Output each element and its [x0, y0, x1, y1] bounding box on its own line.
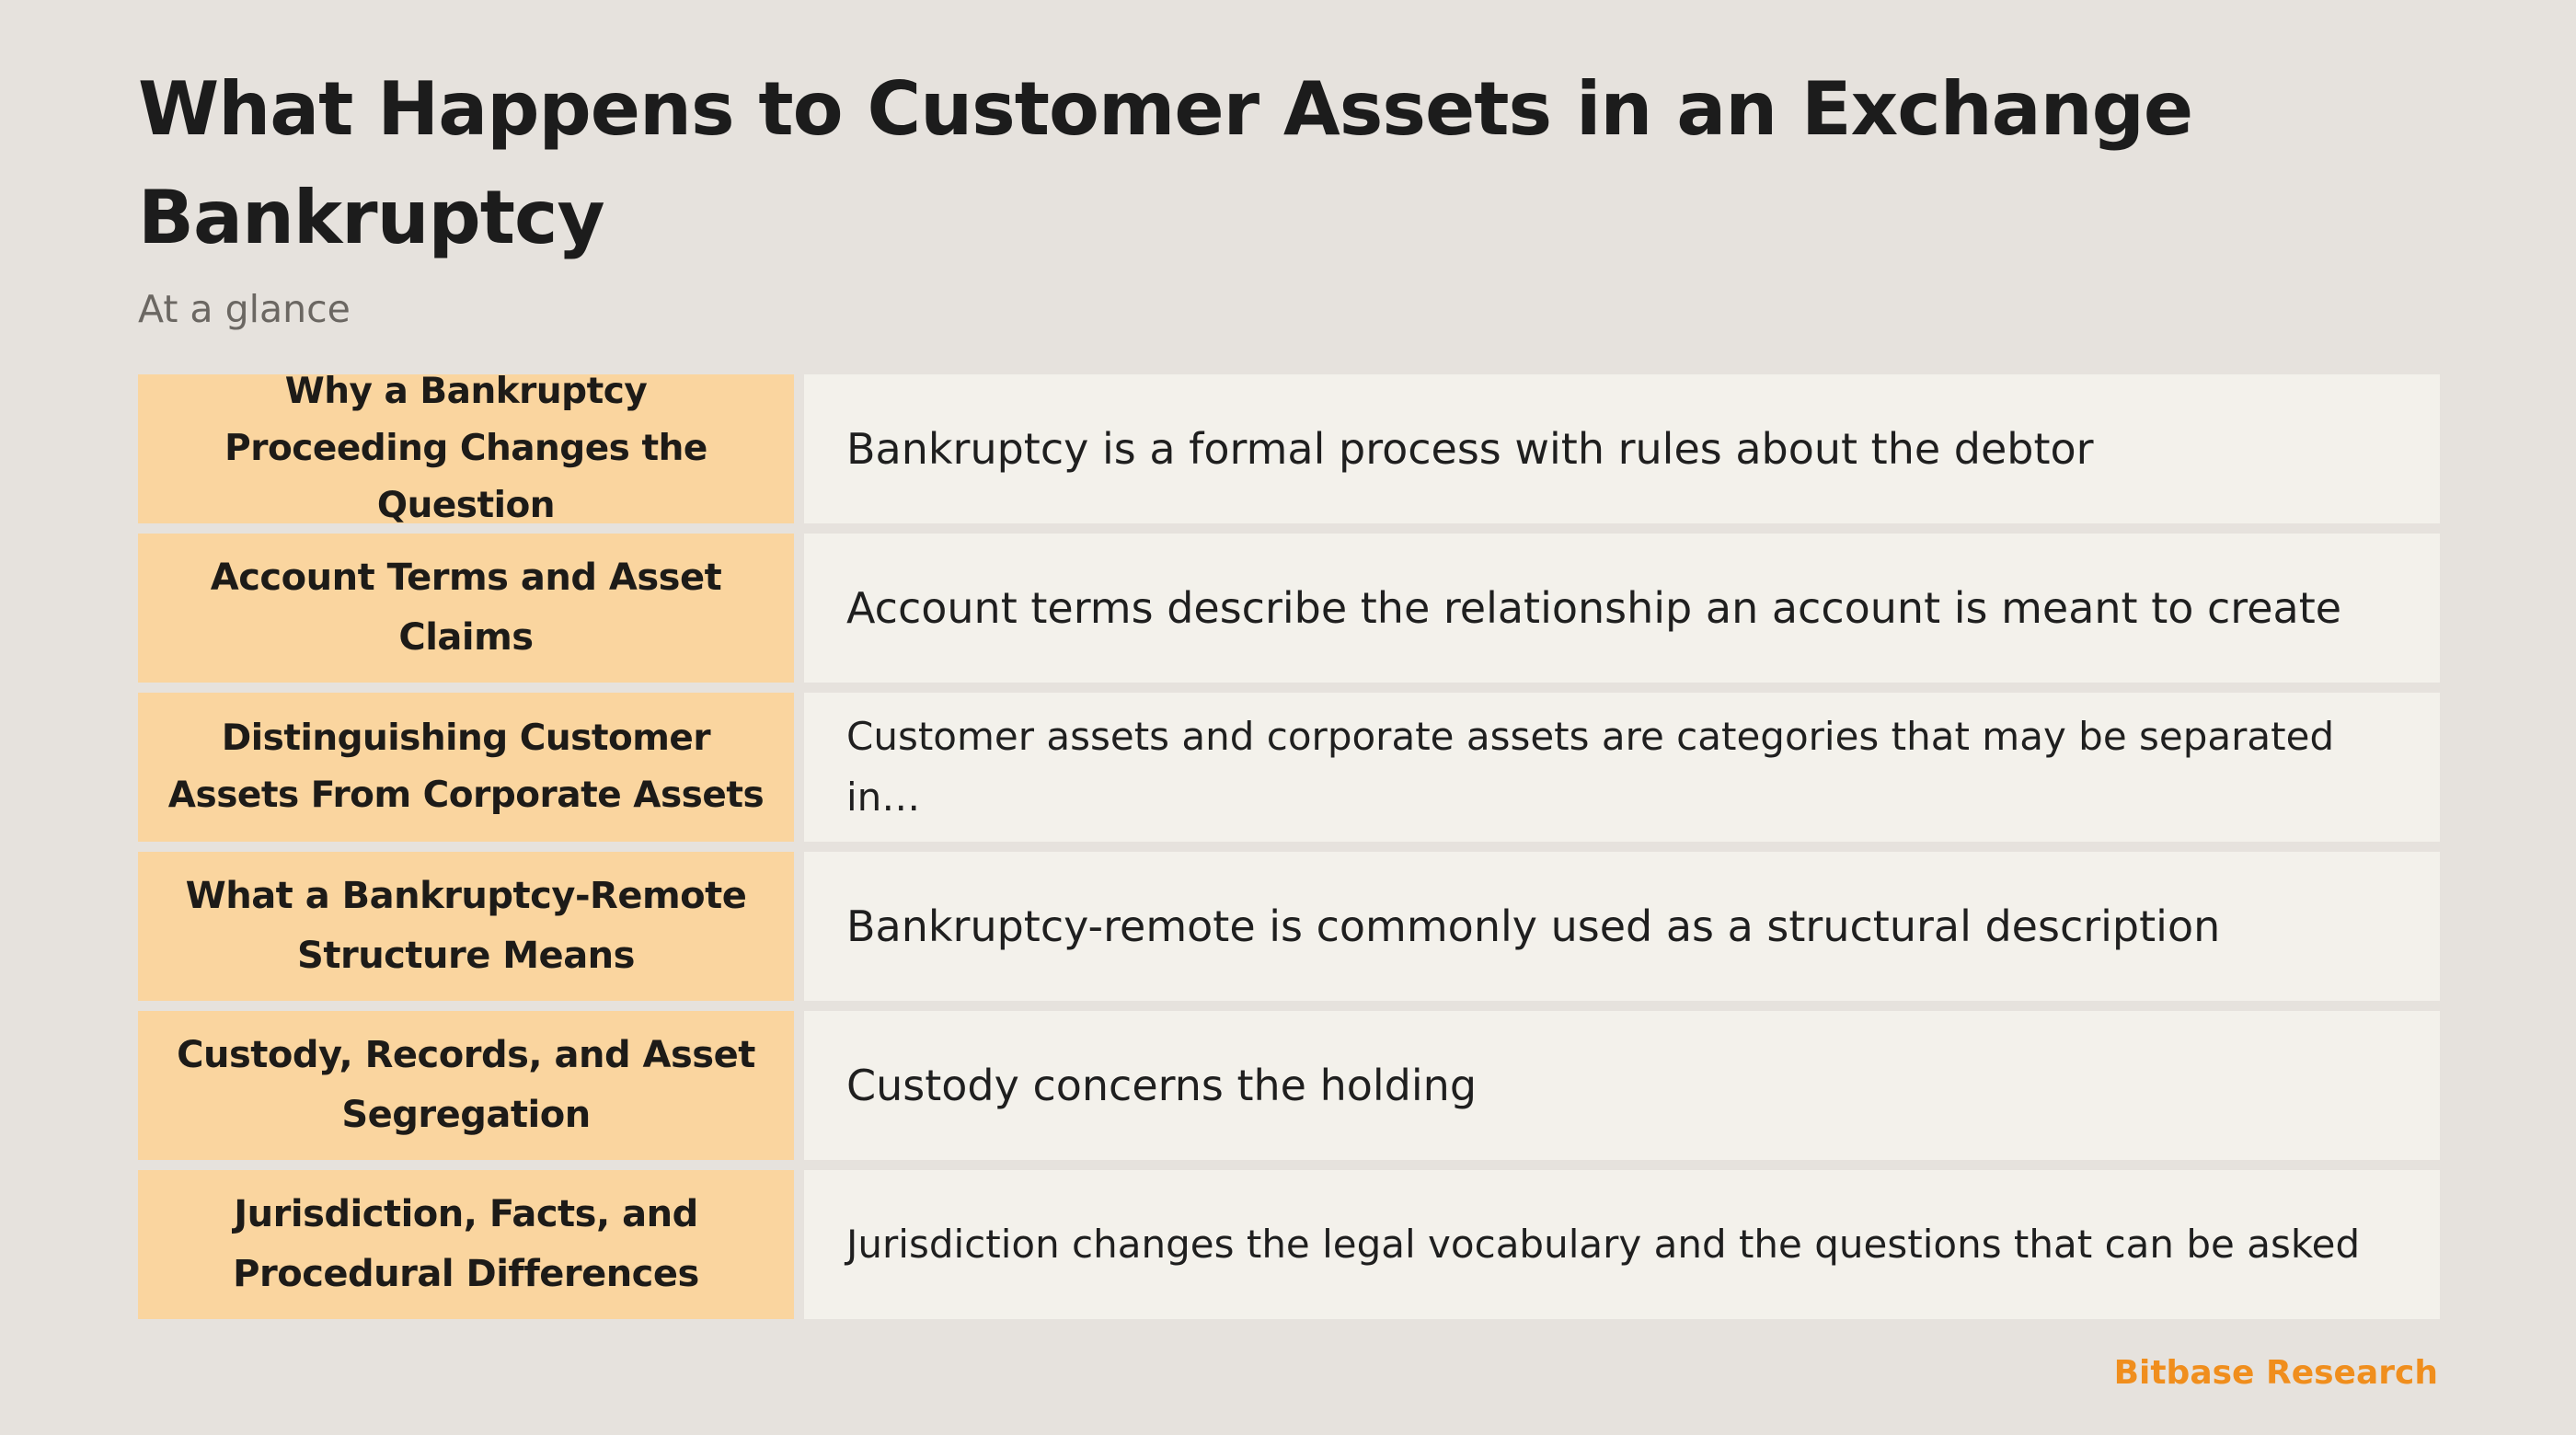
table-row: Custody, Records, and Asset Segregation …: [138, 1011, 2440, 1160]
row-label: Custody, Records, and Asset Segregation: [138, 1011, 794, 1160]
row-text: Customer assets and corporate assets are…: [804, 693, 2440, 842]
row-text: Bankruptcy-remote is commonly used as a …: [804, 852, 2440, 1001]
row-label: Account Terms and Asset Claims: [138, 534, 794, 683]
row-text: Bankruptcy is a formal process with rule…: [804, 374, 2440, 523]
row-label: Jurisdiction, Facts, and Procedural Diff…: [138, 1170, 794, 1319]
table-row: Distinguishing Customer Assets From Corp…: [138, 693, 2440, 842]
page-title: What Happens to Customer Assets in an Ex…: [138, 66, 2193, 260]
summary-table: Why a Bankruptcy Proceeding Changes the …: [138, 371, 2440, 1319]
page-subtitle: At a glance: [138, 287, 351, 331]
row-text: Jurisdiction changes the legal vocabular…: [804, 1170, 2440, 1319]
table-row: Account Terms and Asset Claims Account t…: [138, 534, 2440, 683]
brand-credit: Bitbase Research: [2113, 1354, 2438, 1392]
table-row: What a Bankruptcy-Remote Structure Means…: [138, 852, 2440, 1001]
row-text: Custody concerns the holding: [804, 1011, 2440, 1160]
table-row: Jurisdiction, Facts, and Procedural Diff…: [138, 1170, 2440, 1319]
row-label: What a Bankruptcy-Remote Structure Means: [138, 852, 794, 1001]
row-label: Distinguishing Customer Assets From Corp…: [138, 693, 794, 842]
row-label: Why a Bankruptcy Proceeding Changes the …: [138, 371, 794, 526]
table-row: Why a Bankruptcy Proceeding Changes the …: [138, 371, 2440, 526]
row-text: Account terms describe the relationship …: [804, 534, 2440, 683]
